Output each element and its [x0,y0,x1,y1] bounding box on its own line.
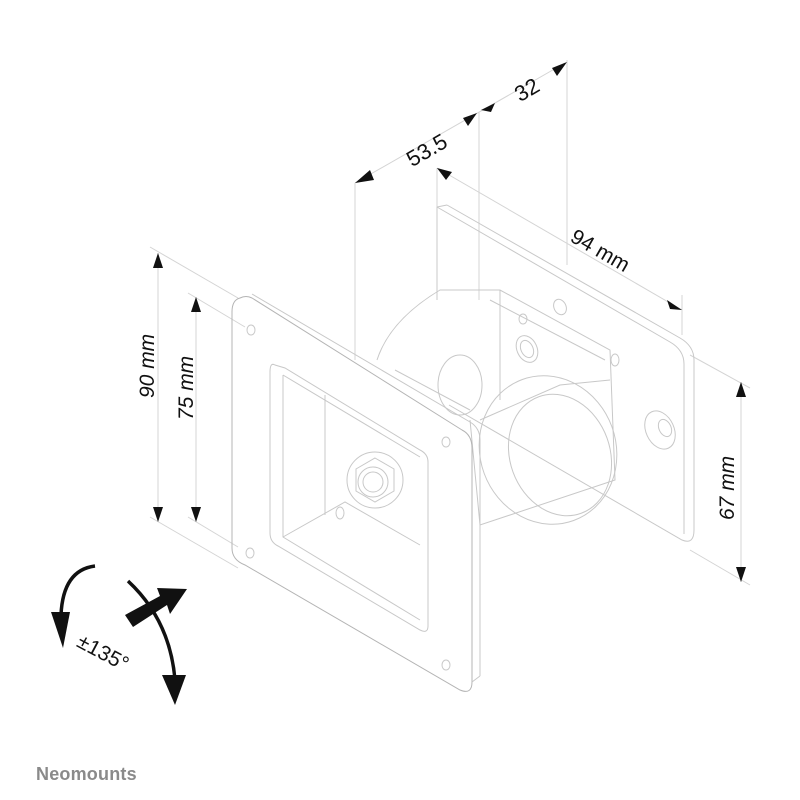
vesa-plate [231,293,481,692]
vesa-dimension-lines [149,246,246,569]
rotation-arrows [51,564,187,705]
brand-logo: Neomounts [36,764,137,784]
vesa-inner-height-label: 75 mm [175,355,198,420]
depth-dimension-lines [354,60,568,360]
plate-height-dimension-lines [689,354,751,586]
vesa-outer-height-label: 90 mm [136,333,159,398]
plate-height-label: 67 mm [716,455,739,520]
wall-plate [436,204,695,542]
width-dimension-lines [436,167,683,335]
hinge-block [376,289,620,526]
